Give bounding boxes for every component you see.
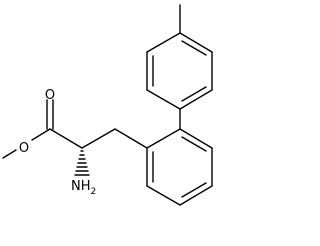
- amine-subscript: 2: [91, 187, 97, 197]
- atom-label-carbonyl-oxygen: O: [45, 88, 55, 103]
- bond-ring-b-3: [179, 185, 213, 206]
- bond-ring-a-double-1: [181, 40, 207, 56]
- bond-alpha-to-carbonyl: [49, 128, 83, 149]
- bond-hashed-stereo: [74, 150, 90, 176]
- bond-ring-a-double-2: [181, 86, 207, 102]
- atom-label-amine: NH2: [71, 179, 96, 197]
- molecule-structure: O O NH2: [2, 4, 213, 206]
- bond-ring-b-1: [179, 128, 213, 149]
- amine-symbol: NH: [71, 179, 91, 194]
- bond-ring-a-1: [179, 32, 213, 53]
- bond-ring-a-4: [146, 89, 181, 110]
- bond-ring-b-double-2: [181, 182, 207, 198]
- atom-labels: O O NH2: [19, 88, 96, 197]
- bond-ester-o-to-methyl: [2, 149, 17, 159]
- atom-label-ester-oxygen: O: [19, 141, 29, 156]
- bond-ring-a-3: [179, 89, 213, 110]
- bond-ch2-to-alpha: [81, 128, 116, 149]
- bond-ring-b-double-1: [181, 136, 207, 152]
- bond-ring-b-6: [146, 128, 181, 149]
- bond-ring-b-4: [146, 185, 181, 206]
- bond-ring-to-ch2: [114, 128, 148, 149]
- bond-ring-a-6: [146, 32, 181, 53]
- bonds: [2, 4, 213, 206]
- bond-carbonyl-to-ester-o: [31, 128, 51, 141]
